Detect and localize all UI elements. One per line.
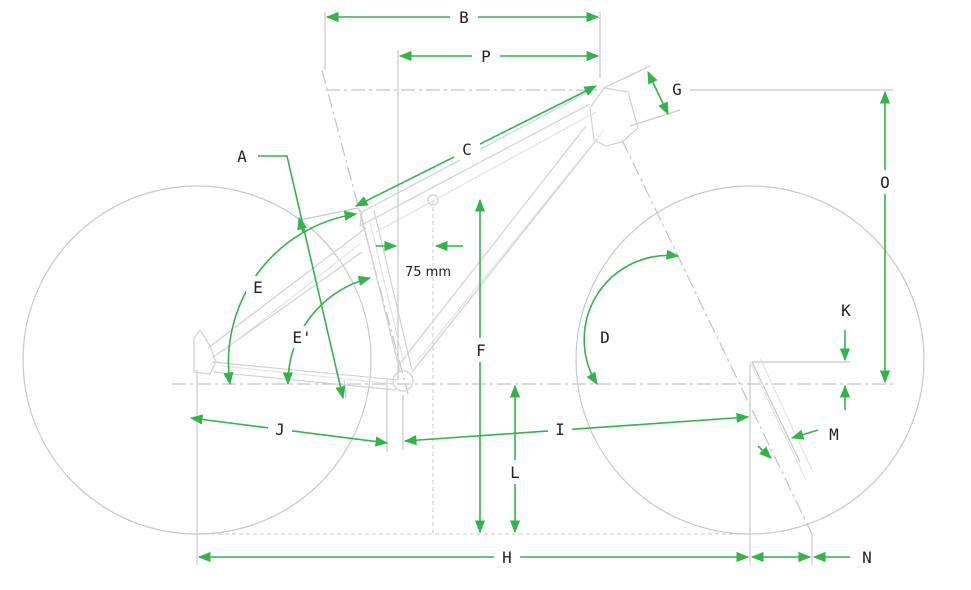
seattube-top-ext (299, 207, 359, 221)
label-n: N (862, 548, 872, 567)
g-ext-2 (629, 109, 681, 127)
steer-axis-line (621, 139, 813, 535)
label-h: H (502, 548, 512, 567)
label-a: A (237, 147, 247, 166)
angle-d-arc (583, 249, 680, 386)
dimension-m-left (757, 445, 772, 459)
label-j: J (275, 420, 285, 439)
g-ext-1 (603, 65, 651, 89)
label-e: E (253, 278, 263, 297)
offset-line (751, 361, 801, 463)
label-m: M (829, 425, 839, 444)
label-g: G (672, 80, 682, 99)
label-l: L (510, 463, 520, 482)
dimension-m-right (790, 429, 819, 440)
offset-note: 75 mm (405, 265, 451, 280)
label-d: D (600, 328, 610, 347)
label-e-prime: E' (292, 328, 311, 347)
label-c: C (462, 140, 472, 159)
angle-e-arc (223, 210, 358, 386)
label-i: I (555, 420, 565, 439)
label-f: F (476, 341, 486, 360)
a-ext (343, 379, 347, 399)
label-p: P (481, 47, 491, 66)
dimension-g (647, 70, 669, 116)
label-o: O (880, 173, 890, 192)
seat-axis-line (321, 69, 409, 395)
label-k: K (841, 301, 851, 320)
dimension-i (403, 412, 750, 446)
label-b: B (459, 8, 469, 27)
angle-e-prime-arc (282, 275, 372, 386)
